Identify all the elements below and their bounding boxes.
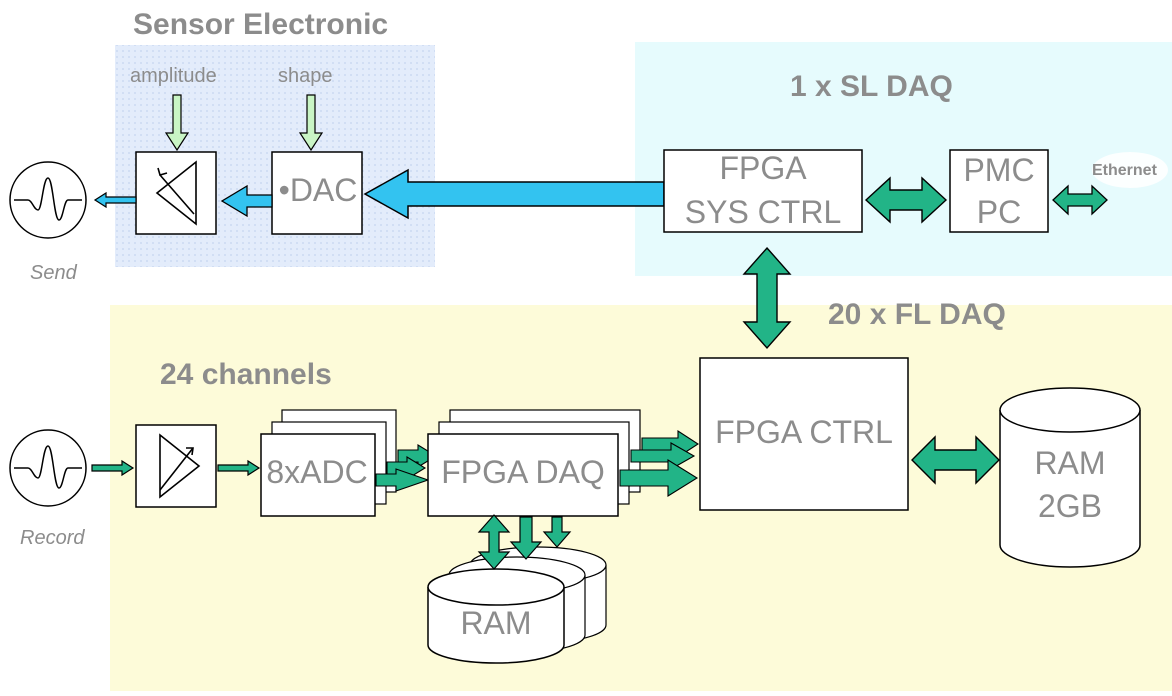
record-waveform-icon	[9, 429, 87, 507]
amplifier-to-adc-arrow	[217, 459, 261, 477]
sl-daq-title: 1 x SL DAQ	[790, 70, 953, 103]
shape-arrow	[298, 94, 324, 152]
ram2-line2: 2GB	[1037, 488, 1103, 524]
record-label: Record	[20, 527, 85, 549]
dac-box	[271, 151, 363, 235]
attenuator-to-send-arrow	[93, 191, 137, 209]
shape-label: shape	[278, 65, 333, 87]
adc-to-fpga-daq-arrows	[375, 444, 438, 492]
ethernet-cloud-icon	[1092, 152, 1168, 188]
fpga-daq-ram-arrows	[477, 514, 572, 570]
amplifier-symbol-icon	[159, 433, 201, 499]
fpga-sys-ctrl-box	[663, 149, 863, 233]
ram2-line1: RAM	[1034, 445, 1106, 481]
adc-box-front	[260, 433, 376, 517]
pmc-line1: PMC	[963, 152, 1035, 188]
fpga-daq-to-ctrl-arrows	[619, 429, 700, 497]
pmc-ethernet-double-arrow	[1052, 184, 1108, 216]
record-to-amplifier-arrow	[91, 459, 135, 477]
fpga-to-dac-arrow	[363, 168, 665, 220]
amplifier-box	[135, 424, 217, 508]
fpga-ctrl-box	[699, 357, 909, 511]
sensor-electronic-title: Sensor Electronic	[133, 8, 389, 41]
pmc-line2: PC	[976, 194, 1022, 230]
amplitude-arrow	[164, 94, 190, 152]
fpga-sys-line1: FPGA	[719, 150, 807, 186]
ram-label: RAM	[460, 605, 532, 641]
ram-2gb-cylinder	[999, 387, 1141, 568]
send-label: Send	[30, 262, 77, 284]
adc-label: 8xADC	[266, 454, 368, 490]
ram-cylinder-front	[427, 568, 565, 664]
pmc-pc-box	[949, 149, 1049, 233]
dac-to-attenuator-arrow	[220, 184, 273, 218]
ethernet-label: Ethernet	[1092, 162, 1157, 179]
send-waveform-icon	[9, 161, 87, 239]
channels-label: 24 channels	[160, 358, 332, 391]
attenuator-symbol-icon	[155, 160, 197, 226]
amplitude-label: amplitude	[130, 65, 217, 87]
sys-ctrl-vertical-double-arrow	[742, 246, 792, 350]
fl-daq-title: 20 x FL DAQ	[828, 298, 1006, 331]
dac-label: •DAC	[278, 172, 358, 208]
fpga-ctrl-label: FPGA CTRL	[715, 414, 893, 450]
ctrl-ram-double-arrow	[911, 435, 1000, 485]
fpga-sys-line2: SYS CTRL	[684, 194, 842, 230]
fpga-daq-label: FPGA DAQ	[441, 454, 605, 490]
fpga-pmc-double-arrow	[864, 176, 948, 224]
fpga-daq-box-front	[427, 433, 619, 517]
